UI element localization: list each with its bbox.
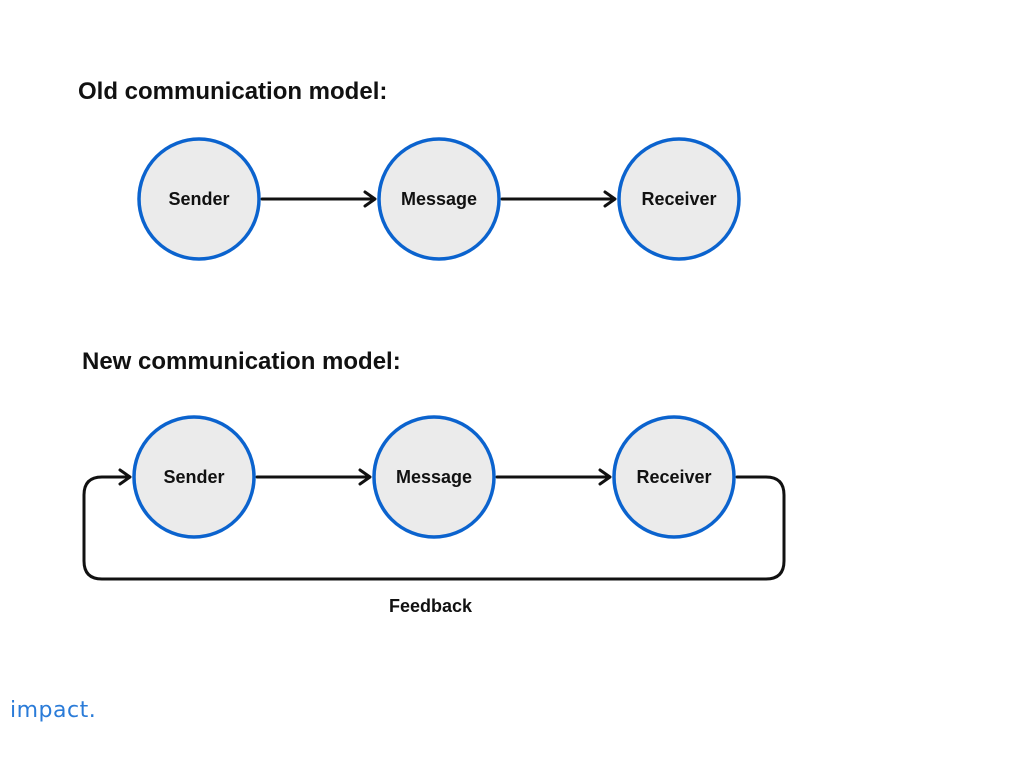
old-node-message-label: Message	[401, 189, 477, 209]
old-node-receiver-label: Receiver	[641, 189, 716, 209]
new-node-receiver: Receiver	[612, 415, 736, 539]
new-model-edges	[82, 468, 786, 581]
feedback-arrowhead-sender	[118, 468, 132, 486]
old-node-message: Message	[377, 137, 501, 261]
new-node-message-label: Message	[396, 467, 472, 487]
old-node-sender-label: Sender	[168, 189, 229, 209]
feedback-label: Feedback	[389, 596, 473, 616]
new-arrowhead-message	[358, 468, 372, 486]
new-node-sender: Sender	[132, 415, 256, 539]
old-node-sender: Sender	[137, 137, 261, 261]
new-node-sender-label: Sender	[163, 467, 224, 487]
old-arrowhead-receiver	[603, 190, 617, 208]
feedback-loop-edge	[82, 475, 786, 581]
old-node-receiver: Receiver	[617, 137, 741, 261]
old-model-title: Old communication model:	[78, 78, 388, 105]
old-model-edges	[260, 190, 617, 208]
new-node-receiver-label: Receiver	[636, 467, 711, 487]
old-arrowhead-message	[363, 190, 377, 208]
new-arrowhead-receiver	[598, 468, 612, 486]
impact-logo: impact.	[10, 698, 97, 723]
new-model-title: New communication model:	[82, 348, 401, 375]
new-node-message: Message	[372, 415, 496, 539]
